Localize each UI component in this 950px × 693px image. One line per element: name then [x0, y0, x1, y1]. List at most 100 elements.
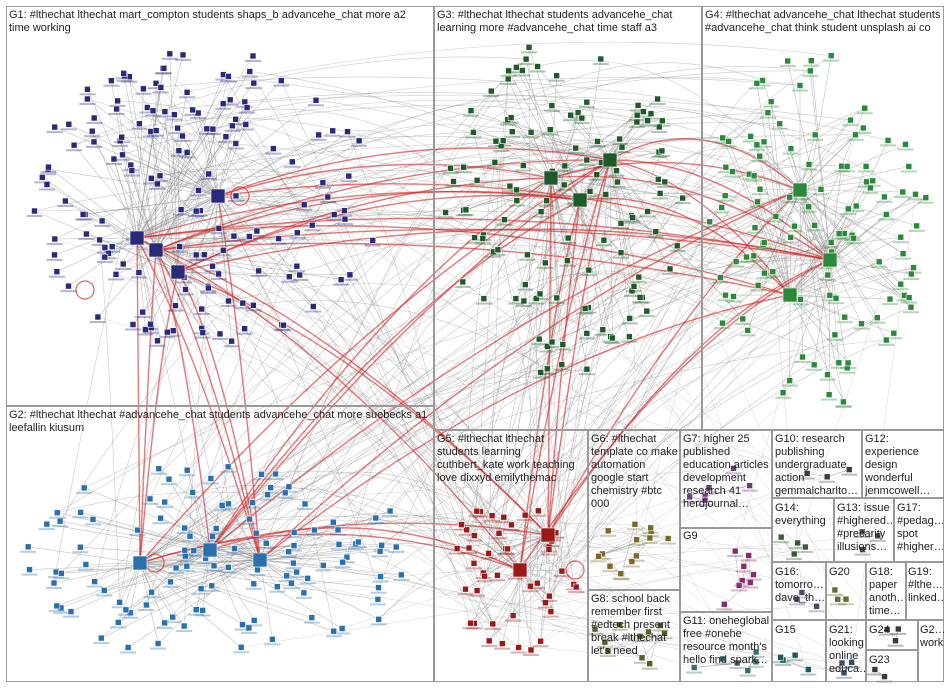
- node: [812, 222, 818, 228]
- node-caption-mark: [903, 278, 919, 280]
- node: [182, 547, 188, 553]
- node: [54, 269, 60, 275]
- node-caption-mark: [544, 346, 560, 348]
- node-caption-mark: [686, 672, 702, 674]
- node: [274, 584, 280, 590]
- node: [542, 260, 548, 266]
- node: [193, 252, 199, 258]
- node: [173, 303, 179, 309]
- node: [535, 64, 541, 70]
- node: [190, 489, 196, 495]
- node: [232, 546, 238, 552]
- node: [220, 247, 226, 253]
- node: [751, 173, 757, 179]
- node: [806, 162, 812, 168]
- node-caption-mark: [315, 187, 331, 189]
- node: [502, 217, 508, 223]
- node: [828, 240, 834, 246]
- node-caption-mark: [888, 645, 904, 647]
- node: [549, 339, 555, 345]
- node: [155, 641, 161, 647]
- node-caption-mark: [138, 609, 154, 611]
- node: [544, 198, 550, 204]
- node-caption-mark: [63, 616, 79, 618]
- node-caption-mark: [773, 661, 789, 663]
- node: [200, 330, 206, 336]
- node: [805, 667, 811, 673]
- node-caption-mark: [305, 311, 321, 313]
- node-caption-mark: [577, 313, 593, 315]
- group-label-g2: G2: #lthechat lthechat #advancehe_chat s…: [9, 409, 429, 435]
- node: [860, 125, 866, 131]
- node-caption-mark: [204, 590, 220, 592]
- node-caption-mark: [315, 569, 331, 571]
- node: [653, 229, 659, 235]
- node-caption-mark: [269, 591, 285, 593]
- node: [575, 110, 581, 116]
- node-caption-mark: [49, 517, 65, 519]
- node-caption-mark: [179, 570, 195, 572]
- node-caption-mark: [382, 515, 398, 517]
- node-caption-mark: [221, 305, 237, 307]
- node: [844, 163, 850, 169]
- node-caption-mark: [300, 582, 316, 584]
- node: [247, 69, 253, 75]
- node: [883, 212, 889, 218]
- node-caption-mark: [87, 586, 103, 588]
- node-caption-mark: [542, 134, 558, 136]
- node: [596, 553, 602, 559]
- node: [584, 99, 590, 105]
- node-caption-mark: [909, 230, 925, 232]
- node-caption-mark: [117, 80, 133, 82]
- node: [635, 102, 641, 108]
- node-caption-mark: [528, 303, 544, 305]
- node: [250, 53, 256, 59]
- group-label-g17: G17: #pedag… spot #higher…: [897, 502, 943, 560]
- node: [78, 509, 84, 515]
- node-caption-mark: [613, 257, 629, 259]
- node-caption-mark: [149, 188, 165, 190]
- node: [534, 580, 540, 586]
- node: [253, 530, 259, 536]
- node-caption-mark: [172, 251, 188, 253]
- node: [180, 133, 186, 139]
- node-caption-mark: [792, 90, 808, 92]
- node-caption-mark: [780, 65, 796, 67]
- group-label-g4: G4: #lthechat advancehe_chat lthechat st…: [705, 9, 941, 35]
- node: [338, 277, 344, 283]
- node: [294, 230, 300, 236]
- node: [657, 190, 663, 196]
- node: [754, 80, 760, 86]
- node-caption-mark: [308, 104, 324, 106]
- node: [474, 177, 480, 183]
- node-caption-mark: [821, 399, 837, 401]
- node: [166, 476, 172, 482]
- node: [164, 329, 170, 335]
- node: [785, 58, 791, 64]
- node-caption-mark: [466, 567, 482, 569]
- node-caption-mark: [320, 201, 336, 203]
- node: [246, 234, 252, 240]
- node: [474, 508, 480, 514]
- hub-node: [149, 243, 163, 257]
- node: [528, 647, 534, 653]
- node: [579, 115, 585, 121]
- edge: [153, 95, 851, 120]
- node: [270, 146, 276, 152]
- node-caption-mark: [173, 214, 189, 216]
- node-caption-mark: [596, 244, 612, 246]
- node: [488, 88, 494, 94]
- node-caption-mark: [838, 603, 854, 605]
- node-caption-mark: [477, 580, 493, 582]
- node: [792, 223, 798, 229]
- node: [468, 620, 474, 626]
- group-label-g12: G12: experience design wonderful jenmcow…: [865, 433, 943, 497]
- node: [463, 586, 469, 592]
- node: [291, 529, 297, 535]
- node: [27, 567, 33, 573]
- node-caption-mark: [555, 349, 571, 351]
- node: [732, 548, 738, 554]
- node-caption-mark: [351, 145, 367, 147]
- node: [792, 652, 798, 658]
- node: [864, 179, 870, 185]
